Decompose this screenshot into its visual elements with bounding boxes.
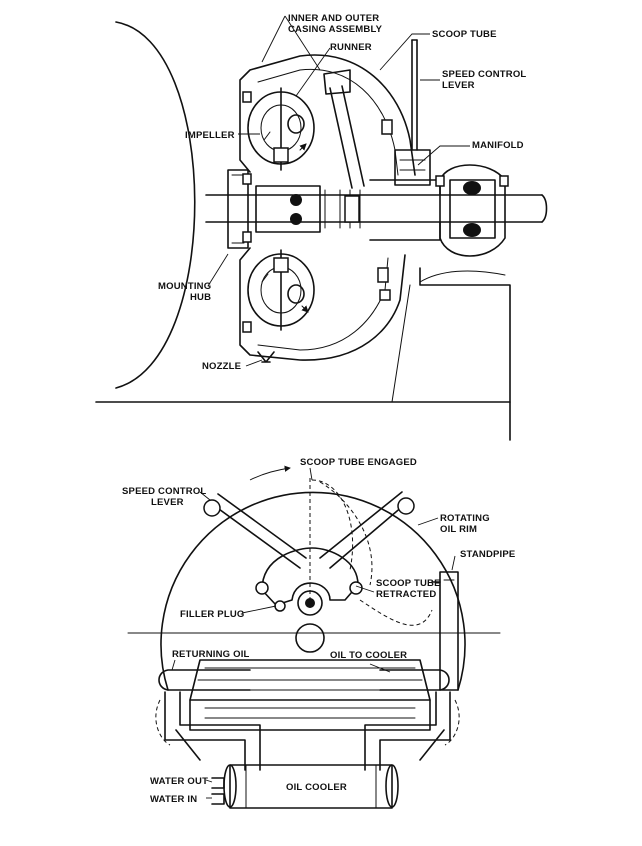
- label-manifold: MANIFOLD: [472, 140, 524, 151]
- label-impeller: IMPELLER: [185, 130, 235, 141]
- label-filler-plug: FILLER PLUG: [180, 609, 244, 620]
- label-oil-to-cooler: OIL TO COOLER: [330, 650, 407, 661]
- label-water-out: WATER OUT: [150, 776, 208, 787]
- speed-control-lever-rod: [412, 40, 417, 150]
- label-scoop-tube-retracted-line1: SCOOP TUBE: [376, 578, 441, 589]
- base-pedestal: [420, 268, 510, 440]
- water-out-connection: [212, 778, 224, 788]
- label-mounting-hub-line2: HUB: [190, 292, 211, 303]
- label-speed-control-lever-top-line1: SPEED CONTROL: [442, 69, 526, 80]
- label-oil-cooler: OIL COOLER: [286, 782, 347, 793]
- motor-outline: [116, 22, 195, 388]
- inner-casing: [258, 69, 398, 350]
- label-speed-control-lever-top-line2: LEVER: [442, 80, 475, 91]
- label-mounting-hub-line1: MOUNTING: [158, 281, 211, 292]
- label-casing-line2: CASING ASSEMBLY: [288, 24, 383, 35]
- scoop-tube-retracted-path: [360, 600, 432, 625]
- label-scoop-tube-engaged: SCOOP TUBE ENGAGED: [300, 457, 417, 468]
- label-standpipe: STANDPIPE: [460, 549, 515, 560]
- outer-casing: [240, 55, 415, 360]
- bottom-view-labels: SCOOP TUBE ENGAGED SPEED CONTROL LEVER R…: [122, 457, 515, 805]
- speed-control-lever-arm: [212, 494, 306, 568]
- label-speed-control-lever-line2: LEVER: [151, 497, 184, 508]
- label-casing-line1: INNER AND OUTER: [288, 13, 379, 24]
- label-rotating-oil-rim-line2: OIL RIM: [440, 524, 477, 535]
- label-nozzle: NOZZLE: [202, 361, 241, 372]
- label-scoop-tube: SCOOP TUBE: [432, 29, 497, 40]
- filler-plug: [275, 601, 285, 611]
- label-scoop-tube-retracted-line2: RETRACTED: [376, 589, 436, 600]
- label-returning-oil: RETURNING OIL: [172, 649, 250, 660]
- scoop-tube: [330, 86, 364, 188]
- label-speed-control-lever-line1: SPEED CONTROL: [122, 486, 206, 497]
- label-water-in: WATER IN: [150, 794, 197, 805]
- label-runner: RUNNER: [330, 42, 372, 53]
- water-in-connection: [212, 794, 224, 804]
- coupling-cross-section: [96, 22, 547, 440]
- label-rotating-oil-rim-line1: ROTATING: [440, 513, 490, 524]
